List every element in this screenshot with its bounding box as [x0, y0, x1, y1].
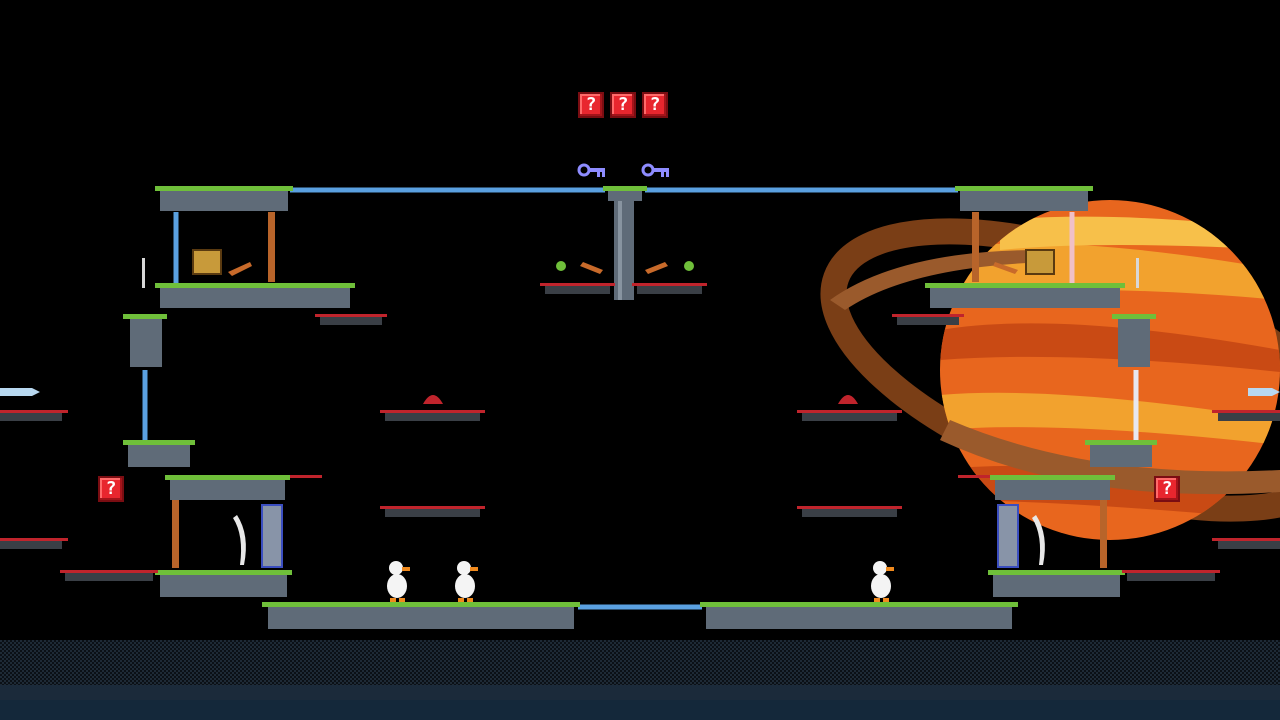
platform: [262, 602, 580, 629]
duck-icon[interactable]: [450, 558, 480, 604]
item-crates: [192, 249, 1055, 275]
wooden-posts: [172, 212, 1107, 568]
duck-icon[interactable]: [866, 558, 896, 604]
platform: [925, 283, 1125, 308]
metal-platforms: [123, 186, 1157, 629]
mystery-box[interactable]: ?: [578, 92, 604, 118]
mystery-box[interactable]: ?: [642, 92, 668, 118]
platform: [700, 602, 1018, 629]
platform: [155, 186, 293, 211]
platform: [955, 186, 1093, 211]
platform: [155, 570, 292, 597]
ground-floor: [0, 640, 1280, 720]
platform: [1085, 440, 1157, 467]
platform: [990, 475, 1115, 500]
key-icon[interactable]: [641, 161, 671, 179]
duck-icon[interactable]: [382, 558, 412, 604]
mystery-box[interactable]: ?: [1154, 476, 1180, 502]
mystery-box[interactable]: ?: [98, 476, 124, 502]
platform: [123, 314, 167, 367]
planet-backdrop: [820, 200, 1280, 540]
doors: [261, 504, 1019, 568]
platform: [155, 283, 355, 308]
platform: [603, 186, 647, 201]
key-icon[interactable]: [577, 161, 607, 179]
central-pillar: [614, 195, 634, 300]
platform: [165, 475, 290, 500]
platform: [1112, 314, 1156, 367]
platform: [988, 570, 1125, 597]
mystery-box[interactable]: ?: [610, 92, 636, 118]
floating-ledges: [0, 283, 1280, 581]
platform: [123, 440, 195, 467]
energy-beams: [142, 187, 1139, 610]
weapon-pickups: [0, 258, 1280, 565]
